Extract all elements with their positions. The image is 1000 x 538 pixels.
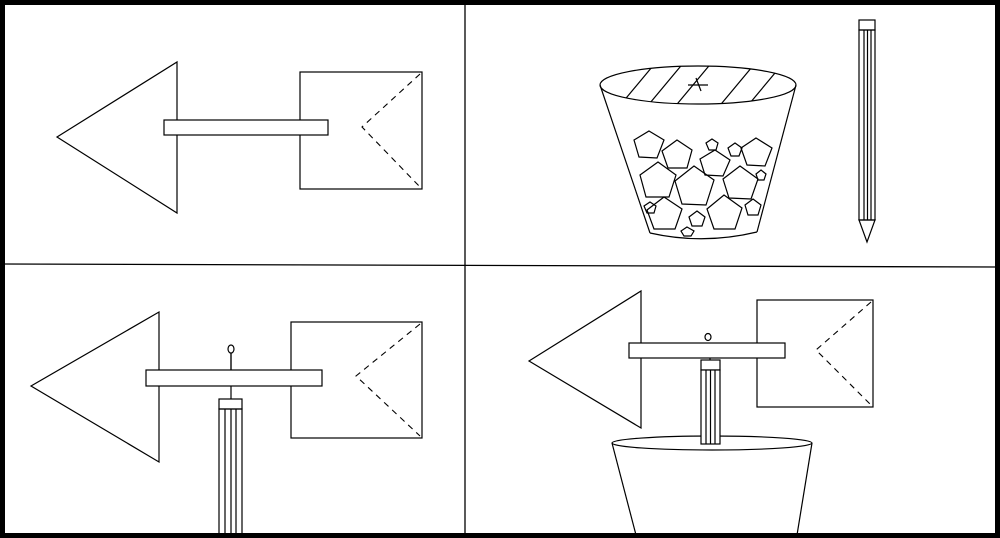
stone [727,142,743,157]
cup-lid [599,65,797,105]
stone [680,226,695,237]
arrow-head [29,310,160,464]
pencil-eraser [218,398,243,410]
panel-top-right [599,19,876,244]
arrow-assembly [29,310,423,464]
arrow-shaft [145,369,323,387]
panel-top-left [55,60,423,215]
stone [722,165,759,200]
cup-right-side [756,84,797,233]
pin-head [227,344,235,354]
horizontal-divider [2,263,998,268]
plus-mark [688,77,708,92]
stone [643,201,657,214]
panel-bottom-right [527,289,874,536]
stone [755,169,767,181]
stone [699,149,731,177]
arrow-assembly [55,60,423,215]
pencil-tip [858,219,876,244]
stone [706,194,743,230]
stone [661,139,693,169]
cup-left-side [599,84,651,234]
pencil [858,19,876,244]
stone [633,130,665,159]
tail-fold-line [355,323,421,437]
pin-head [704,332,712,342]
panel-bottom-left [29,310,423,538]
stone [639,161,677,198]
arrow-shaft [628,342,786,359]
stone [674,165,715,206]
pencil [218,352,243,538]
stone [740,137,773,167]
tail-fold-line [361,73,421,188]
cup-left-side [611,442,637,536]
stone [646,196,683,230]
stone [688,210,706,227]
cup-bottom [649,231,758,240]
arrow-shaft [163,119,329,136]
cup [599,65,797,240]
pencil-eraser [700,359,721,371]
arrow-head [55,60,178,215]
cup-right-side [796,442,813,536]
arrow-head [527,289,642,430]
tail-fold-line [815,301,872,406]
arrow-assembly [527,289,874,430]
stone [744,198,762,216]
cup-stones [633,130,773,237]
stone [705,138,719,151]
pencil [700,357,721,445]
